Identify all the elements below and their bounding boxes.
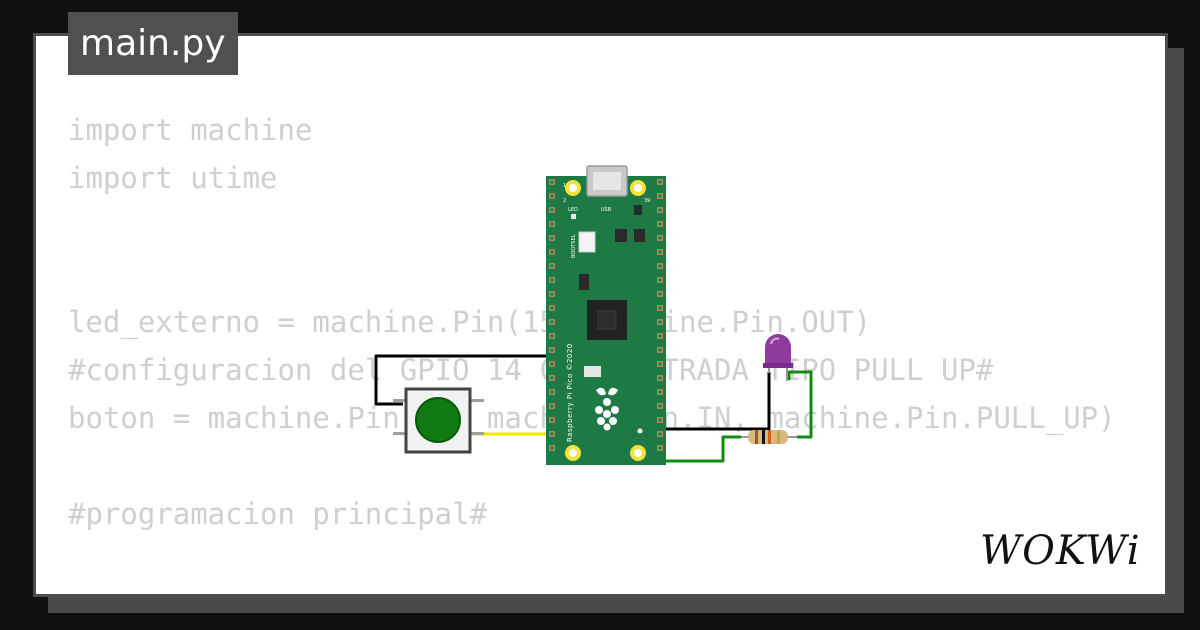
pin-hole [550,404,554,408]
pin-hole [550,376,554,380]
silk-pin1: 1 [563,183,566,189]
silk-pin39: 39 [644,198,650,204]
led-purple[interactable] [763,334,793,381]
pin-hole [658,222,662,226]
pin-hole [550,264,554,268]
pin-hole [550,418,554,422]
pin-hole [550,362,554,366]
pin-hole [550,432,554,436]
raspberry-logo-icon [595,387,619,431]
pin-hole [550,306,554,310]
pin-hole [550,320,554,324]
pin-hole [658,390,662,394]
file-tab-label: main.py [80,23,226,64]
code-line: import machine [68,113,313,147]
wire-yellow-button[interactable] [472,432,557,445]
pushbutton[interactable] [393,387,484,454]
wokwi-logo: WOKWi [980,528,1141,574]
pin-hole [550,250,554,254]
pin-header-right [657,179,663,451]
code-line: import utime [68,161,278,195]
pin-hole [550,446,554,450]
wire-green-led[interactable] [787,370,813,439]
resistor[interactable] [741,430,797,444]
wire-green-resistor[interactable] [660,435,741,463]
pin-hole [550,390,554,394]
pin-hole [658,250,662,254]
silk-led: LED [568,207,578,213]
pin-hole [658,334,662,338]
pin-hole [658,348,662,352]
pin-hole [658,418,662,422]
bootsel-button[interactable] [578,231,596,253]
pin-hole [658,320,662,324]
pin-hole [658,404,662,408]
pin-hole [658,208,662,212]
pin-hole [658,194,662,198]
pin-hole [550,334,554,338]
pin-hole [550,208,554,212]
silk-board-name: Raspberry Pi Pico ©2020 [566,343,574,442]
onboard-led [571,214,576,219]
pin-hole [658,278,662,282]
code-line: while True: [68,586,1116,594]
code-editor: import machine import utime led_externo = … [68,106,1116,594]
pin-hole [658,432,662,436]
pin-hole [658,180,662,184]
pin-hole [550,222,554,226]
code-line: #programacion principal# [68,497,488,531]
pin-hole [658,362,662,366]
button-cap[interactable] [415,397,461,443]
pin-hole [658,264,662,268]
pin-hole [658,376,662,380]
pin-hole [550,278,554,282]
pin-hole [658,292,662,296]
pin-hole [550,236,554,240]
silk-bootsel: BOOTSEL [571,234,577,258]
wire-black-led[interactable] [656,372,771,431]
pin-hole [550,194,554,198]
pin-header-left [549,179,555,451]
pin-hole [658,306,662,310]
svg-text:WOKWi: WOKWi [980,528,1141,574]
pin-hole [550,292,554,296]
pin-hole [658,446,662,450]
silk-pin2: 2 [563,198,566,204]
pin-hole [550,348,554,352]
wire-black-button[interactable] [374,354,552,406]
raspberry-pi-pico-board[interactable]: USB LED 1 2 39 BOOTSEL Raspberry Pi Pico… [546,165,666,465]
pin-hole [550,180,554,184]
pin-hole [658,236,662,240]
silk-usb: USB [601,207,612,213]
code-line: led_externo = machine.Pin(15, machine.Pi… [68,305,872,339]
file-tab[interactable]: main.py [68,12,238,75]
